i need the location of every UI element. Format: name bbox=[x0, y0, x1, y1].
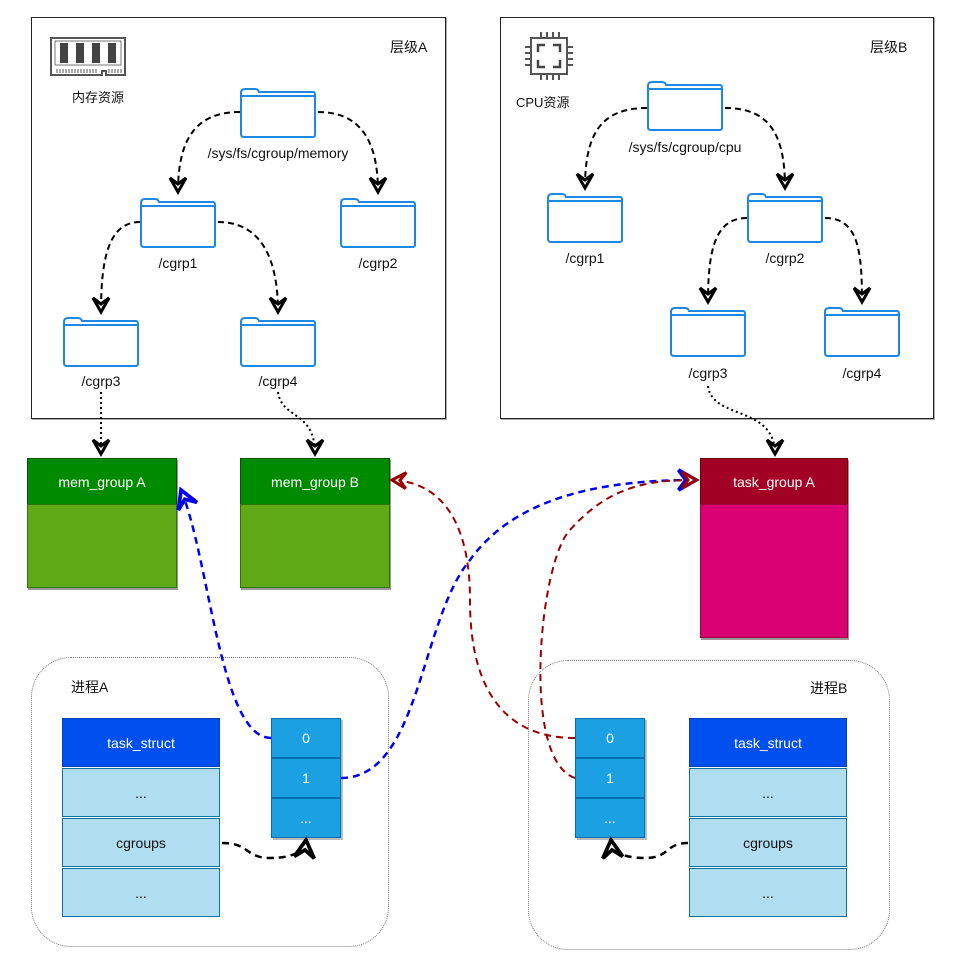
task-struct-field: ... bbox=[689, 768, 847, 817]
mem-group-b-header: mem_group B bbox=[240, 458, 390, 505]
mem-group-a[interactable]: mem_group A bbox=[27, 458, 177, 588]
task-group-a-body bbox=[700, 504, 848, 638]
folder-icon-cpu-cgrp3[interactable] bbox=[669, 306, 747, 358]
folder-label-memory-root: /sys/fs/cgroup/memory bbox=[207, 145, 349, 161]
memory-resource-label: 内存资源 bbox=[72, 90, 125, 105]
memory-module-icon bbox=[50, 37, 126, 76]
folder-icon-memory-cgrp3[interactable] bbox=[62, 316, 140, 368]
folder-label-memory-cgrp2: /cgrp2 bbox=[358, 255, 398, 271]
hierarchy-b-title: 层级B bbox=[870, 39, 908, 55]
folder-icon-memory-root[interactable] bbox=[239, 87, 317, 139]
cpu-resource-label: CPU资源 bbox=[516, 95, 570, 110]
folder-icon-memory-cgrp1[interactable] bbox=[139, 197, 217, 249]
folder-label-cpu-cgrp3: /cgrp3 bbox=[688, 365, 728, 381]
css-array-cell: 0 bbox=[271, 718, 341, 758]
folder-label-memory-cgrp3: /cgrp3 bbox=[81, 373, 121, 389]
task-struct-field: ... bbox=[62, 868, 220, 917]
folder-label-cpu-cgrp2: /cgrp2 bbox=[765, 250, 805, 266]
process-b-title: 进程B bbox=[810, 680, 848, 696]
task-struct-header: task_struct bbox=[689, 718, 847, 767]
css-array-cell: 0 bbox=[575, 718, 645, 758]
task-struct-field-cgroups: cgroups bbox=[62, 818, 220, 867]
process-a-task-struct[interactable]: task_struct ... cgroups ... bbox=[62, 718, 220, 918]
folder-label-cpu-cgrp4: /cgrp4 bbox=[842, 365, 882, 381]
folder-icon-cpu-cgrp1[interactable] bbox=[546, 192, 624, 244]
task-group-a-header: task_group A bbox=[700, 458, 848, 505]
task-struct-field-cgroups: cgroups bbox=[689, 818, 847, 867]
mem-group-b[interactable]: mem_group B bbox=[240, 458, 390, 588]
folder-label-cpu-cgrp1: /cgrp1 bbox=[565, 250, 605, 266]
task-group-a[interactable]: task_group A bbox=[700, 458, 848, 638]
process-b-task-struct[interactable]: task_struct ... cgroups ... bbox=[689, 718, 847, 918]
process-a-title: 进程A bbox=[71, 679, 109, 695]
process-a-css-set-array[interactable]: 0 1 ... bbox=[271, 718, 341, 838]
mem-group-b-body bbox=[240, 504, 390, 588]
css-array-cell: ... bbox=[575, 798, 645, 838]
folder-icon-cpu-cgrp2[interactable] bbox=[746, 192, 824, 244]
mem-group-a-header: mem_group A bbox=[27, 458, 177, 505]
css-array-cell: ... bbox=[271, 798, 341, 838]
process-b-container bbox=[528, 660, 890, 950]
folder-icon-memory-cgrp4[interactable] bbox=[239, 316, 317, 368]
hierarchy-a-title: 层级A bbox=[390, 39, 428, 55]
process-b-css-set-array[interactable]: 0 1 ... bbox=[575, 718, 645, 838]
task-struct-field: ... bbox=[689, 868, 847, 917]
folder-label-memory-cgrp4: /cgrp4 bbox=[258, 373, 298, 389]
folder-icon-memory-cgrp2[interactable] bbox=[339, 197, 417, 249]
folder-icon-cpu-root[interactable] bbox=[646, 80, 724, 132]
css-array-cell: 1 bbox=[271, 758, 341, 798]
task-struct-header: task_struct bbox=[62, 718, 220, 767]
cpu-chip-icon bbox=[525, 32, 573, 80]
folder-icon-cpu-cgrp4[interactable] bbox=[823, 306, 901, 358]
mem-group-a-body bbox=[27, 504, 177, 588]
task-struct-field: ... bbox=[62, 768, 220, 817]
folder-label-cpu-root: /sys/fs/cgroup/cpu bbox=[628, 139, 742, 155]
css-array-cell: 1 bbox=[575, 758, 645, 798]
folder-label-memory-cgrp1: /cgrp1 bbox=[158, 255, 198, 271]
